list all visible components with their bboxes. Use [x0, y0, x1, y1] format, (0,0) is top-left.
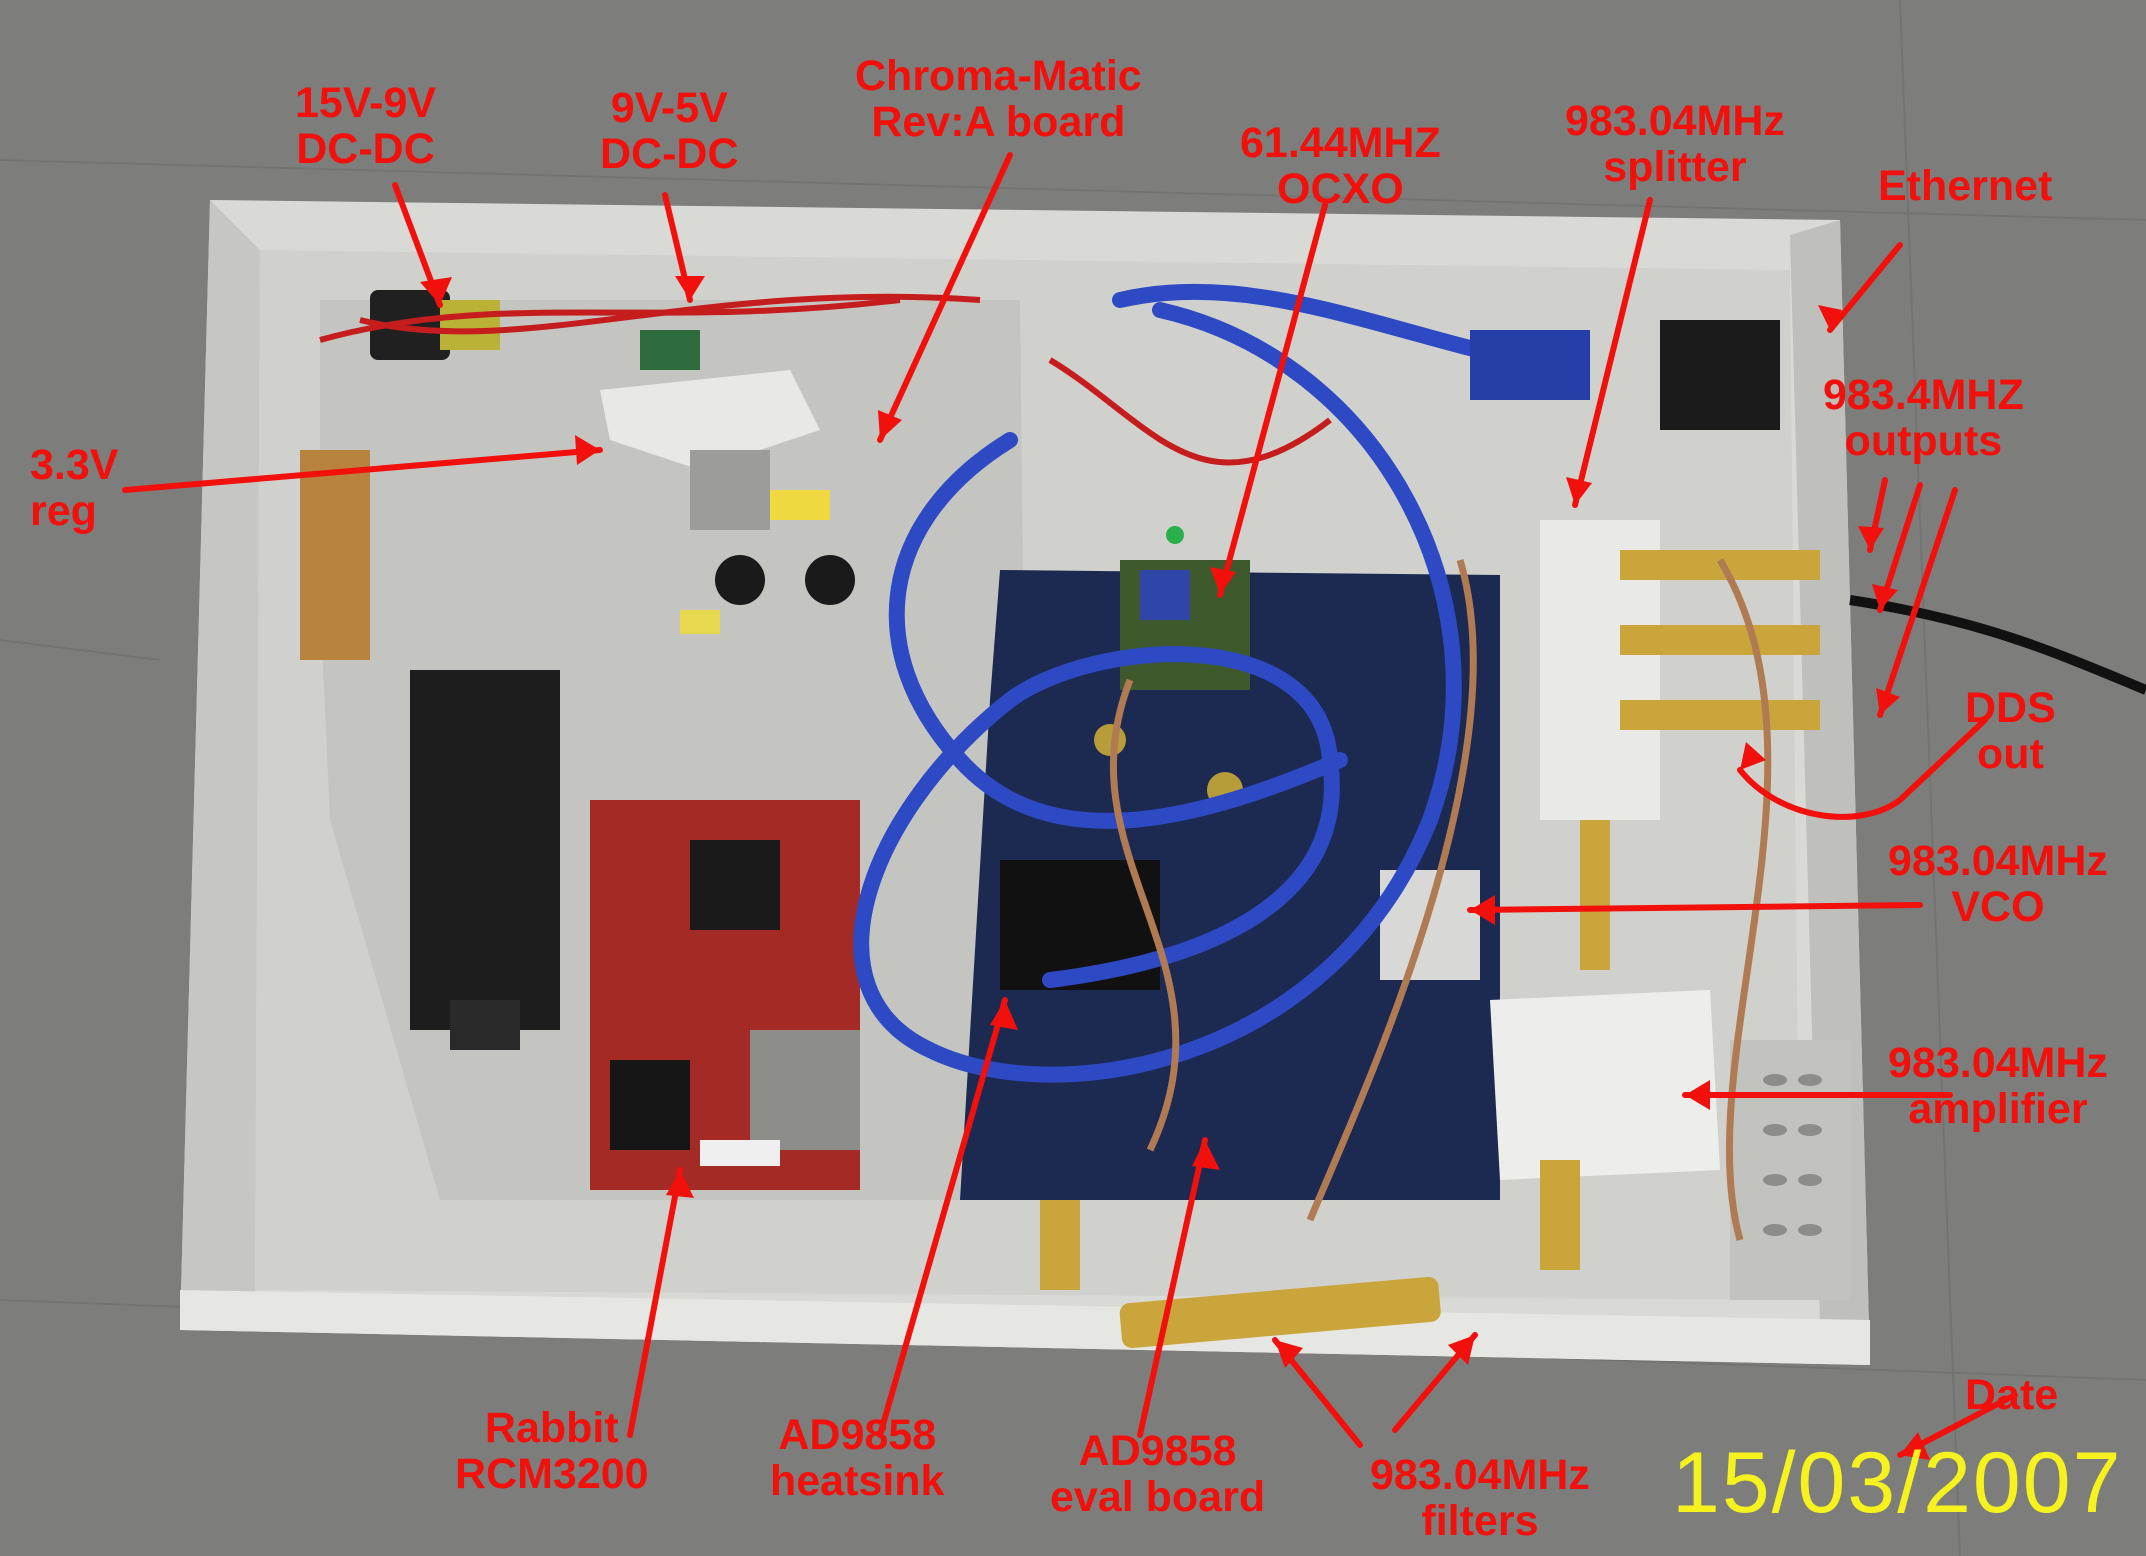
- blue-ethernet-cable: [853, 283, 1528, 1083]
- annotation-arrowheads: [420, 276, 1930, 1460]
- red-wire-bundle: [319, 293, 1332, 466]
- amplifier: [1490, 990, 1720, 1270]
- splitter: [1540, 520, 1820, 970]
- label-ethernet: Ethernet: [1878, 162, 2053, 210]
- label-date: Date: [1965, 1371, 2059, 1419]
- filters: [1040, 1200, 1441, 1349]
- date-stamp: 15/03/2007: [1672, 1435, 2123, 1531]
- power-section: [370, 290, 855, 634]
- rabbit-rcm3200-module: [590, 800, 860, 1190]
- black-connector: [410, 670, 560, 1050]
